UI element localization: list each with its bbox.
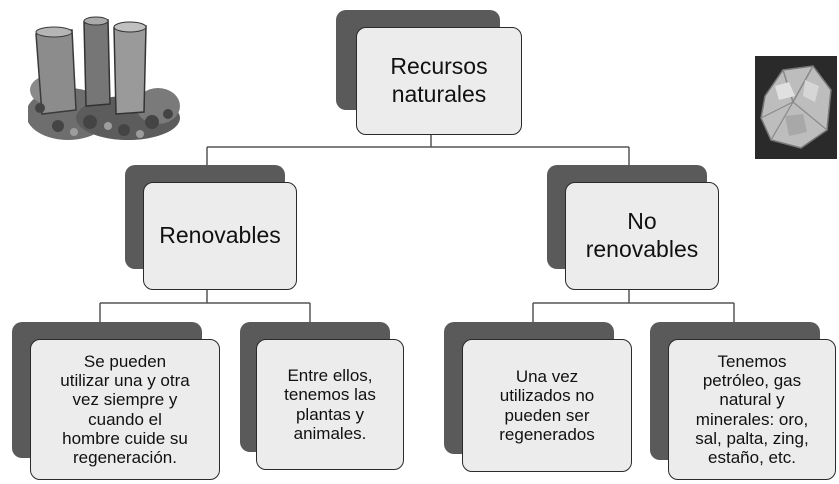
node-renovables-definition: Se pueden utilizar una y otra vez siempr… (12, 322, 220, 480)
node-no-renovables-examples: Tenemos petróleo, gas natural y minerale… (650, 322, 837, 480)
node-box: Renovables (143, 182, 297, 290)
node-renovables-examples: Entre ellos, tenemos las plantas y anima… (240, 322, 404, 470)
node-label: Una vez utilizados no pueden ser regener… (499, 367, 595, 444)
node-box: No renovables (565, 182, 719, 290)
node-box: Entre ellos, tenemos las plantas y anima… (256, 339, 404, 470)
node-label: Tenemos petróleo, gas natural y minerale… (695, 351, 809, 467)
node-no-renovables-definition: Una vez utilizados no pueden ser regener… (444, 322, 632, 472)
node-label: Recursos naturales (390, 53, 488, 107)
node-renovables: Renovables (125, 165, 297, 290)
tree-stumps-image (28, 14, 182, 142)
node-recursos-naturales: Recursos naturales (336, 10, 526, 135)
node-box: Una vez utilizados no pueden ser regener… (462, 339, 632, 472)
node-box: Se pueden utilizar una y otra vez siempr… (30, 339, 220, 480)
node-label: Entre ellos, tenemos las plantas y anima… (284, 366, 376, 443)
node-no-renovables: No renovables (547, 165, 719, 290)
node-box: Tenemos petróleo, gas natural y minerale… (668, 339, 836, 480)
node-label: Se pueden utilizar una y otra vez siempr… (60, 351, 190, 467)
node-label: Renovables (159, 222, 281, 249)
mineral-image (755, 56, 837, 159)
node-label: No renovables (585, 208, 699, 262)
node-box: Recursos naturales (356, 27, 522, 135)
